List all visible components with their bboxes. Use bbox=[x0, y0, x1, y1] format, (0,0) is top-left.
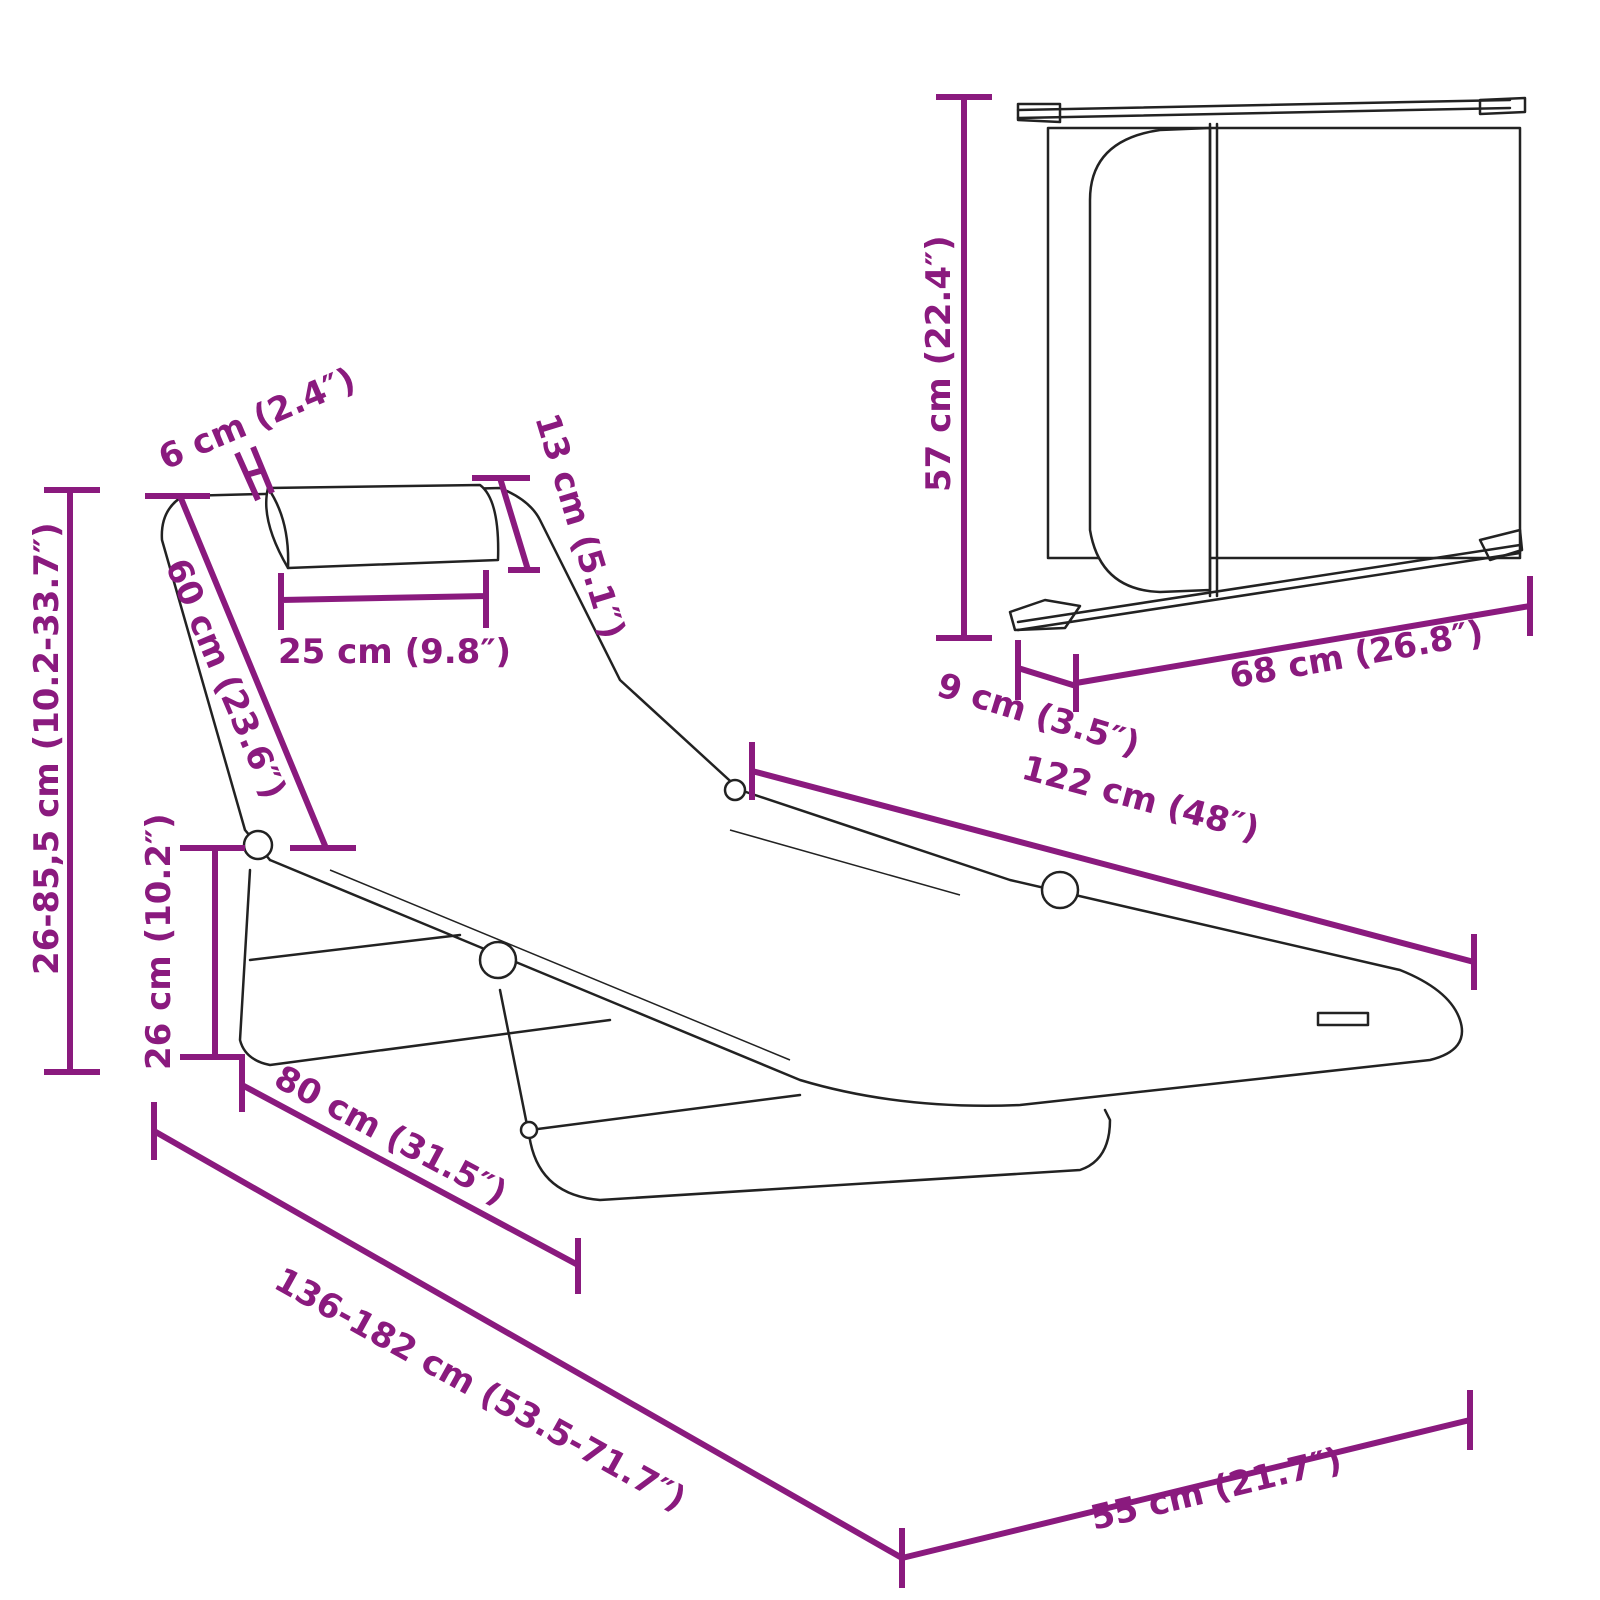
label-backrest-length: 60 cm (23.6″) bbox=[157, 553, 294, 805]
label-folded-width: 68 cm (26.8″) bbox=[1227, 613, 1487, 697]
label-seat-height: 26 cm (10.2″) bbox=[139, 813, 179, 1070]
label-bed-length: 122 cm (48″) bbox=[1018, 748, 1264, 850]
label-width: 55 cm (21.7″) bbox=[1087, 1440, 1346, 1539]
label-folded-height: 57 cm (22.4″) bbox=[919, 235, 959, 492]
label-seat-length: 80 cm (31.5″) bbox=[268, 1058, 513, 1214]
label-pillow-width: 25 cm (9.8″) bbox=[278, 632, 511, 672]
label-total-length: 136-182 cm (53.5-71.7″) bbox=[268, 1260, 693, 1520]
folded-lounger-drawing bbox=[1008, 96, 1527, 632]
lounger-drawing bbox=[160, 483, 1464, 1202]
dimension-lines bbox=[44, 94, 1533, 1588]
label-total-height: 26-85,5 cm (10.2-33.7″) bbox=[27, 522, 67, 975]
